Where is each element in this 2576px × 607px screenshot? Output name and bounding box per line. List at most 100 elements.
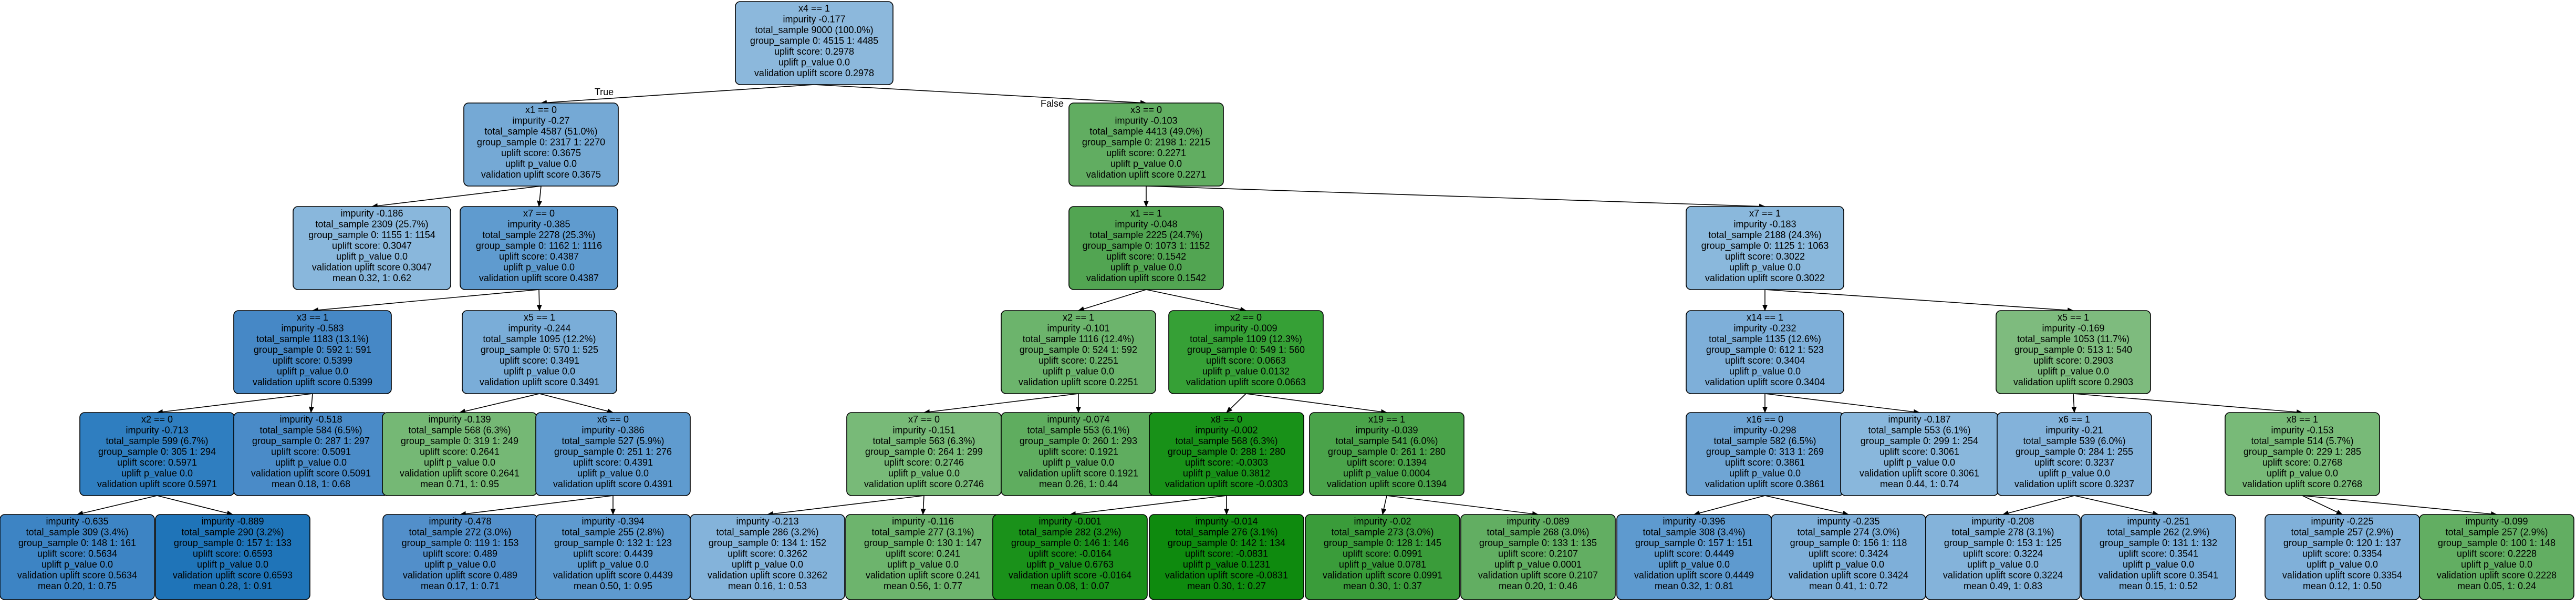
node-text-line: group_sample 0: 305 1: 294 [98,447,216,458]
node-text-line: total_sample 1183 (13.1%) [256,334,369,345]
node-text-line: validation uplift score 0.3424 [1789,570,1908,581]
node-text-line: validation uplift score 0.3541 [2099,570,2218,581]
node-text-line: impurity -0.251 [2127,516,2189,527]
node-text-line: group_sample 0: 134 1: 152 [709,538,826,549]
node-text-line: x7 == 0 [523,208,555,219]
node-text-line: group_sample 0: 260 1: 293 [1020,436,1137,447]
node-text-line: mean 0.30, 1: 0.27 [1187,581,1266,591]
node-text-line: uplift score: 0.3491 [500,355,579,366]
node-text-line: mean 0.56, 1: 0.77 [884,581,962,591]
node-text-line: validation uplift score 0.3061 [1860,468,1979,479]
node-text-line: uplift score: 0.1394 [1347,457,1427,468]
node-text-line: mean 0.49, 1: 0.83 [1964,581,2042,591]
node-text-line: mean 0.20, 1: 0.75 [38,581,117,591]
node-text-line: x8 == 0 [1211,414,1242,425]
node-box [1309,412,1464,496]
tree-edge [2074,495,2159,516]
node-text-line: validation uplift score 0.5091 [251,468,371,479]
tree-edge [767,495,925,517]
node-text-line: uplift score: 0.2903 [2033,355,2113,366]
node-text-line: total_sample 286 (3.2%) [716,527,818,538]
node-text-line: x2 == 1 [1063,312,1094,323]
node-text-line: group_sample 0: 142 1: 134 [1168,538,1285,549]
node-text-line: impurity -0.169 [2042,323,2104,334]
node-text-line: uplift p_value 0.0 [1110,262,1182,273]
node-text-line: uplift score: 0.2978 [774,46,854,57]
node-box [1068,102,1224,187]
node-text-line: uplift score: 0.1921 [1038,447,1118,457]
node-text-line: uplift score: 0.5971 [117,457,197,468]
node-text-line: uplift p_value 0.0 [1110,159,1182,170]
tree-edge [2071,393,2077,413]
node-text-line: group_sample 0: 1125 1: 1063 [1701,241,1829,252]
node-text-line: total_sample 541 (6.0%) [1335,436,1438,447]
node-text-line: group_sample 0: 2198 1: 2215 [1082,137,1210,148]
node-box [1305,514,1460,600]
node-text-line: uplift score: 0.4387 [499,251,579,262]
node-text-line: validation uplift score 0.4387 [479,273,599,283]
node-text-line: impurity -0.225 [2311,516,2373,527]
node-text-line: uplift score: 0.3047 [332,241,412,251]
node-box [0,514,155,600]
node-text-line: total_sample 599 (6.7%) [106,436,208,447]
node-box [735,1,894,85]
node-text-line: impurity -0.089 [1507,516,1569,527]
tree-edge [2002,495,2075,516]
node-text-line: x2 == 0 [1230,312,1262,323]
edge-label-true: True [595,87,614,97]
node-text-line: group_sample 0: 313 1: 269 [1706,447,1824,458]
tree-edge [1226,393,1247,413]
node-box [992,514,1148,600]
node-text-line: validation uplift score 0.0663 [1186,377,1306,387]
node-text-line: validation uplift score 0.489 [403,570,517,581]
tree-edge [77,495,158,516]
node-text-line: impurity -0.583 [281,323,344,334]
node-text-line: uplift score: 0.2228 [2457,549,2537,559]
tree-edge [923,393,1079,415]
node-text-line: mean 0.71, 1: 0.95 [420,479,499,489]
node-text-line: group_sample 0: 128 1: 145 [1324,538,1441,549]
node-text-line: x14 == 1 [1747,312,1783,323]
node-text-line: group_sample 0: 1155 1: 1154 [308,230,435,241]
node-text-line: total_sample 276 (3.1%) [1175,527,1277,538]
node-box [535,412,691,496]
node-text-line: uplift score: 0.4449 [1654,549,1734,559]
node-text-line: mean 0.32, 1: 0.81 [1655,581,1733,591]
node-text-line: uplift p_value 0.0 [1043,366,1114,377]
node-text-line: mean 0.44, 1: 0.74 [1880,479,1959,489]
node-text-line: uplift p_value 0.0 [1043,457,1114,468]
tree-edge [2302,495,2343,515]
node-text-line: group_sample 0: 549 1: 560 [1187,345,1305,356]
node-text-line: impurity -0.002 [1195,425,1258,436]
node-text-line: uplift score: 0.0663 [1206,355,1286,366]
node-box [1997,412,2152,496]
node-text-line: impurity -0.001 [1038,516,1101,527]
node-text-line: mean 0.12, 1: 0.50 [2303,581,2382,591]
node-box [1168,310,1324,394]
node-text-line: uplift score: -0.0164 [1029,549,1112,559]
node-text-line: group_sample 0: 1073 1: 1152 [1083,241,1210,252]
node-text-line: validation uplift score 0.5971 [97,479,217,489]
node-box [1925,514,2081,600]
node-text-line: impurity -0.048 [1115,219,1177,230]
node-text-line: x5 == 1 [2058,312,2089,323]
node-text-line: group_sample 0: 146 1: 146 [1011,538,1129,549]
node-text-line: x7 == 0 [908,414,940,425]
node-text-line: total_sample 274 (3.0%) [1797,527,1899,538]
node-text-line: total_sample 2225 (24.7%) [1089,230,1202,241]
node-text-line: total_sample 2309 (25.7%) [315,219,428,230]
node-text-line: uplift p_value 0.0 [2038,366,2109,377]
